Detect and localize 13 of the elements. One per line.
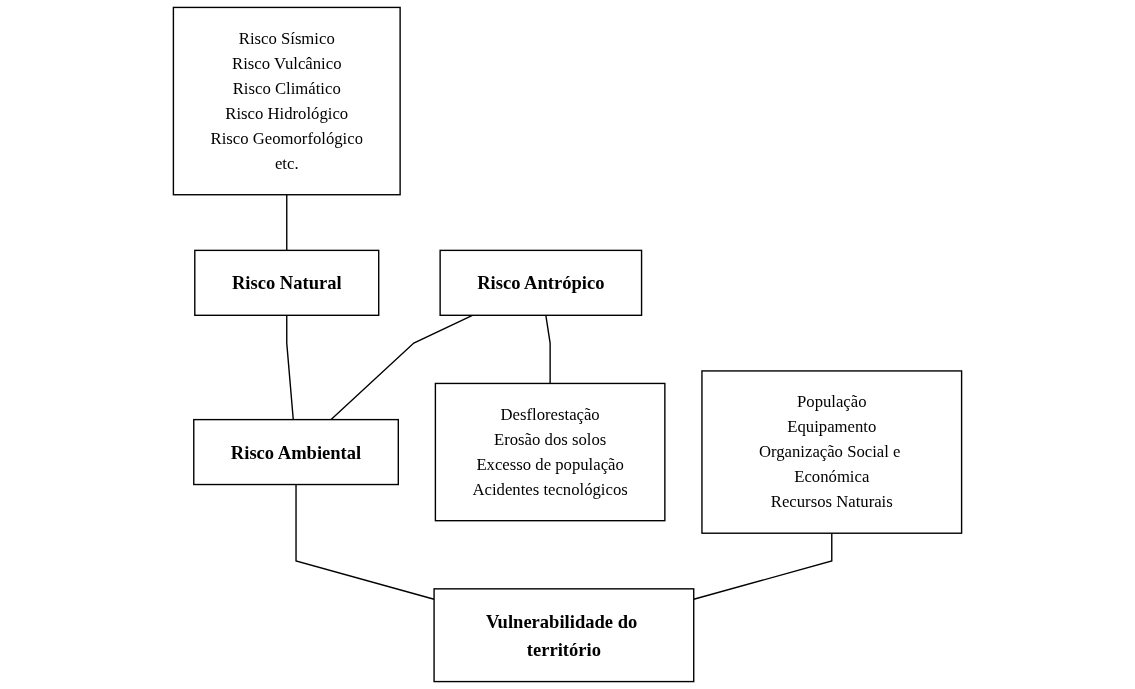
connector xyxy=(693,532,833,600)
node-box: Desflorestação Erosão dos solos Excesso de população Acidentes tecnológicos xyxy=(434,382,666,522)
connector xyxy=(295,483,435,600)
node-box: Risco Ambiental xyxy=(193,418,399,486)
connector xyxy=(286,194,288,252)
node-box: Vulnerabilidade do território xyxy=(433,588,695,683)
connector xyxy=(545,314,551,385)
node-box: Risco Sísmico Risco Vulcânico Risco Climático Risco Hidrológico Risco Geomorfológico etc. xyxy=(172,6,401,196)
connector xyxy=(286,314,294,421)
node-box: Risco Antrópico xyxy=(439,249,643,316)
node-box: População Equipamento Organização Social e Económica Recursos Naturais xyxy=(701,370,963,534)
connector xyxy=(330,314,474,421)
node-box: Risco Natural xyxy=(194,249,380,316)
